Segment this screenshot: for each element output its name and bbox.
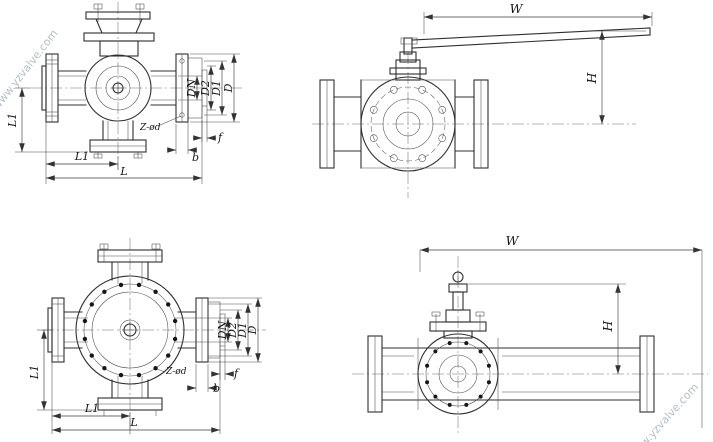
h-dimension: H — [584, 30, 646, 124]
dim-label-d1: D1 — [236, 322, 249, 339]
dim-label-b: b — [213, 382, 220, 395]
dim-label-b: b — [192, 151, 199, 164]
bottom-flange — [97, 376, 163, 416]
bolt-hole-callout: Z-ød — [139, 115, 182, 133]
dim-label-z-od: Z-ød — [139, 123, 161, 133]
dim-label-d: D — [222, 83, 235, 93]
watermark-bottom-right: www.yzvalve.com — [626, 381, 701, 442]
dim-label-f: f — [233, 367, 240, 380]
dim-label-d2: D2 — [199, 80, 212, 97]
body-and-end-flanges — [367, 335, 655, 413]
view-threeway-front: DN D2 D1 D Z-ød f b L1 — [6, 2, 242, 184]
centerlines — [352, 256, 708, 434]
dim-label-f: f — [217, 131, 224, 144]
dim-label-w: W — [506, 233, 520, 248]
dim-label-l1-vertical: L1 — [6, 113, 19, 128]
right-flange — [174, 297, 226, 363]
f-dimension: f — [193, 106, 224, 144]
view-fourway-side: W H — [352, 233, 708, 434]
dim-label-dn: DN — [185, 78, 198, 98]
l-dimension: L — [52, 360, 221, 434]
dim-label-h: H — [584, 71, 599, 84]
f-dimension: f — [211, 346, 240, 380]
l1-vertical-dimension: L1 — [6, 87, 88, 153]
dim-label-h: H — [600, 319, 615, 332]
stem-and-lever-handle — [389, 27, 651, 81]
right-flange — [150, 53, 208, 123]
w-dimension: W — [423, 1, 653, 34]
h-dimension: H — [468, 283, 626, 374]
dim-label-w: W — [510, 1, 524, 16]
view-threeway-side: W H — [312, 1, 653, 198]
dim-label-l: L — [119, 165, 127, 178]
port-flange-face — [417, 333, 499, 415]
w-dimension: W — [419, 233, 703, 428]
dim-label-l1-vertical: L1 — [28, 365, 41, 380]
l-dimension: L — [46, 120, 203, 184]
bolt-hole-callout: Z-ød — [156, 367, 187, 377]
dim-label-d: D — [246, 325, 259, 335]
dim-label-l: L — [129, 416, 137, 429]
body-and-end-flanges — [319, 79, 489, 169]
l1-vertical-dimension: L1 — [28, 329, 96, 411]
valve-body — [84, 54, 152, 122]
watermark-top-left: www.yzvalve.com — [0, 27, 61, 112]
bottom-flange — [89, 120, 147, 159]
dim-label-l1-horizontal: L1 — [74, 150, 89, 163]
l1-horizontal-dimension: L1 — [51, 362, 131, 434]
stem-assembly — [83, 3, 155, 57]
dim-label-dn: DN — [216, 320, 229, 340]
dim-label-z-od: Z-ød — [165, 367, 187, 377]
b-dimension: b — [187, 364, 220, 395]
diameter-dimensions: DN D2 D1 D — [178, 53, 240, 123]
top-flange — [97, 243, 163, 284]
dim-label-d2: D2 — [226, 322, 239, 339]
dim-label-l1-horizontal: L1 — [84, 402, 99, 415]
b-dimension: b — [167, 120, 199, 164]
dim-label-d1: D1 — [210, 80, 223, 97]
valve-body — [75, 275, 185, 385]
left-flange — [41, 53, 87, 123]
l1-horizontal-dimension: L1 — [45, 122, 119, 184]
diameter-dimensions: DN D2 D1 D — [196, 297, 262, 363]
view-fourway-front: DN D2 D1 D Z-ød f b L1 — [28, 238, 266, 434]
stem-assembly — [429, 270, 487, 339]
